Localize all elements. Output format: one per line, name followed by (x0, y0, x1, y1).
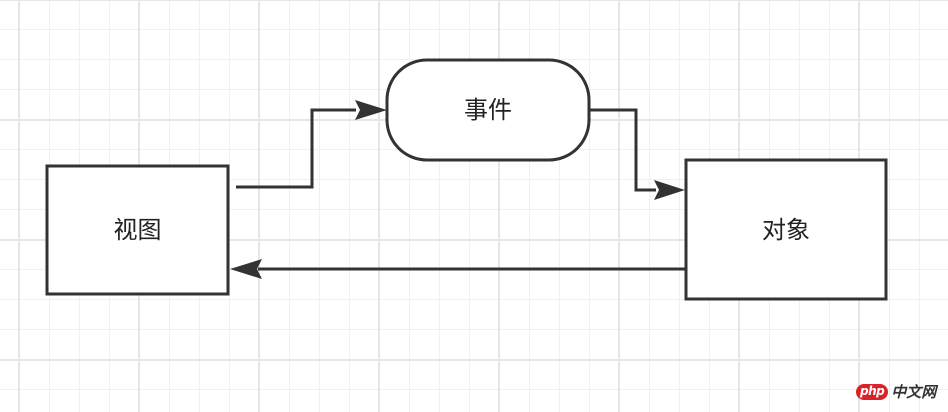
edge-event-to-object[interactable] (589, 108, 685, 200)
watermark: php 中文网 (856, 384, 936, 400)
watermark-text: 中文网 (891, 383, 937, 401)
node-view[interactable]: 视图 (45, 164, 230, 296)
node-event-label: 事件 (464, 96, 512, 124)
node-object-label: 对象 (762, 216, 810, 244)
node-object[interactable]: 对象 (684, 158, 888, 301)
arrowhead-icon (230, 259, 262, 279)
node-view-label: 视图 (114, 216, 162, 244)
arrowhead-icon (355, 100, 387, 120)
watermark-logo: php (856, 384, 889, 400)
edge-view-to-event[interactable] (236, 100, 387, 189)
edge-object-to-view[interactable] (230, 259, 685, 279)
node-event[interactable]: 事件 (385, 58, 591, 162)
arrowhead-icon (654, 180, 685, 200)
